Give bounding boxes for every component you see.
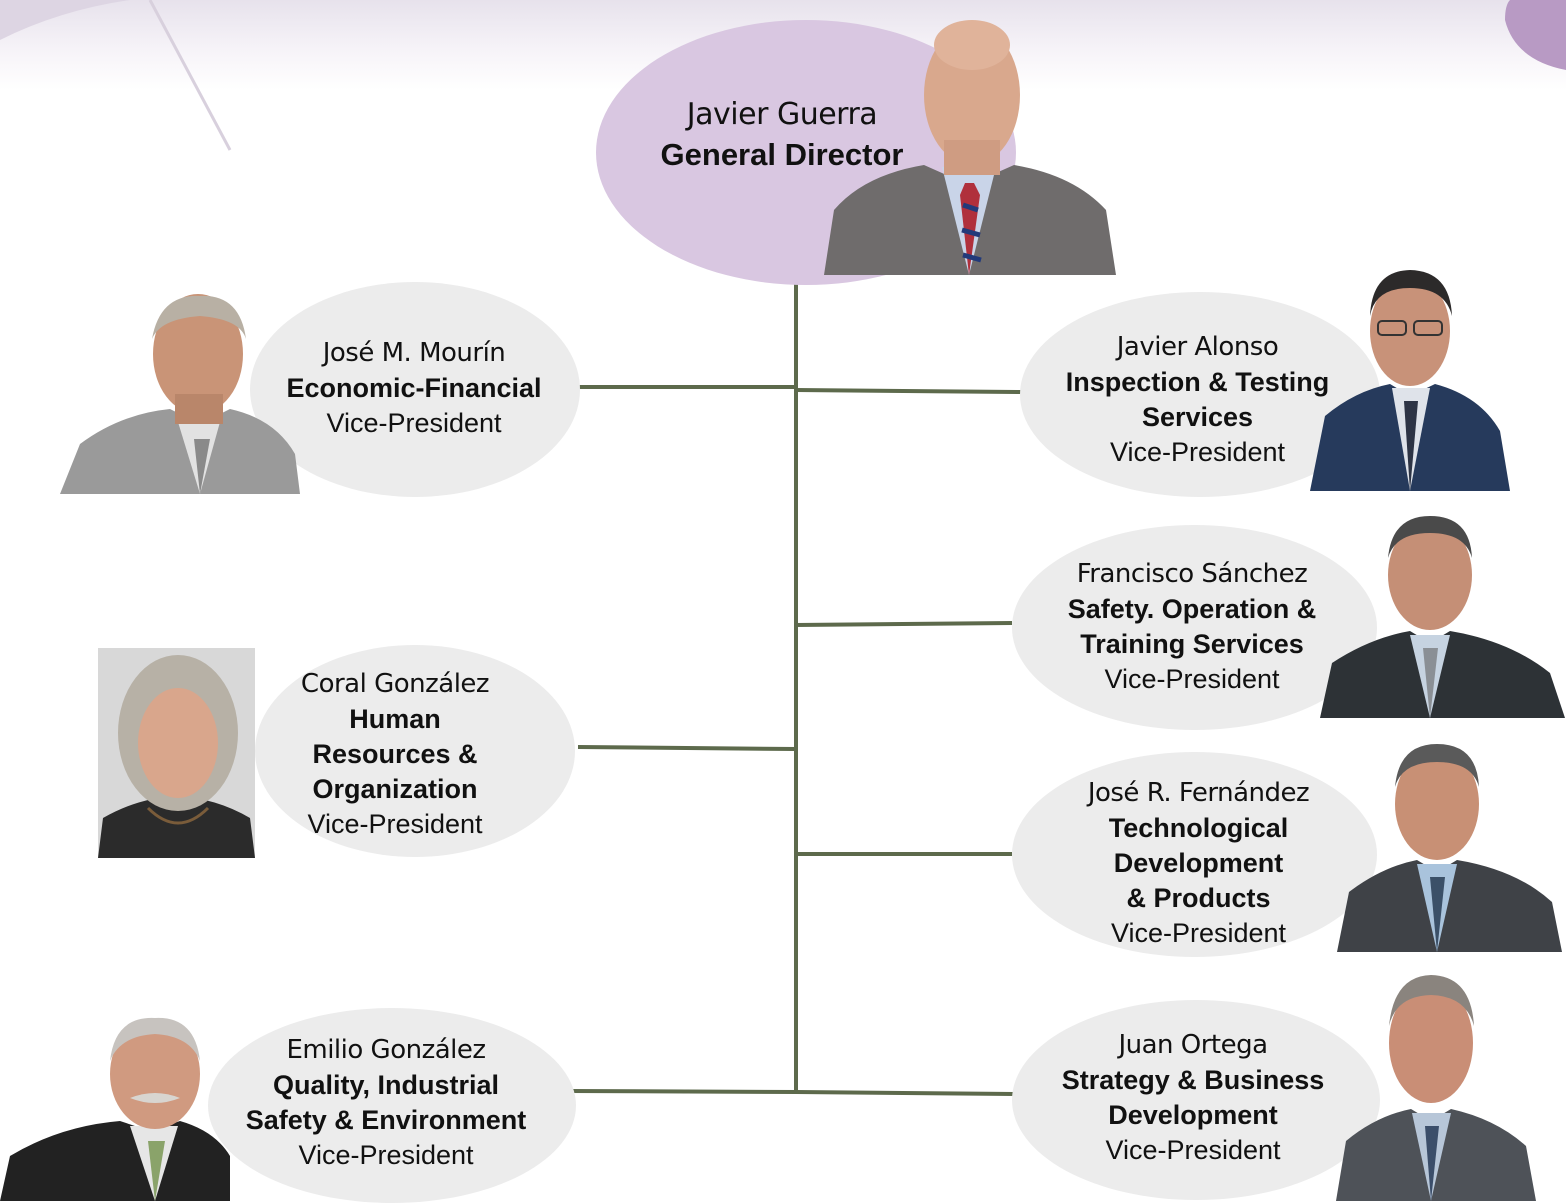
photo-juan-ortega: [1336, 975, 1536, 1201]
ellipse-ortega: [1012, 1000, 1380, 1200]
decorative-swoosh: [0, 0, 1566, 151]
director-role: General Director: [660, 137, 904, 172]
ellipse-fernandez: [1012, 752, 1377, 957]
ellipse-emilio: [208, 1008, 576, 1203]
photo-emilio-gonzalez: [0, 1017, 230, 1201]
ellipse-sanchez: [1012, 525, 1377, 730]
fernandez-name: José R. Fernández: [1087, 778, 1310, 808]
ortega-role: Strategy & Business Development: [1061, 1065, 1325, 1130]
alonso-role: Inspection & Testing Services: [1065, 367, 1330, 432]
emilio-title: Vice-President: [298, 1140, 474, 1170]
ellipse-mourin: [250, 282, 580, 497]
coral-title: Vice-President: [307, 809, 483, 839]
fernandez-role: Technological Development & Products: [1108, 813, 1289, 913]
link-emilio: [567, 1089, 797, 1094]
photo-jose-r-fernandez: [1337, 744, 1562, 952]
node-alonso: Javier Alonso Inspection & Testing Servi…: [1030, 330, 1365, 470]
ortega-title: Vice-President: [1105, 1135, 1281, 1165]
emilio-role: Quality, Industrial Safety & Environment: [245, 1070, 527, 1135]
director-name: Javier Guerra: [686, 97, 878, 132]
mourin-title: Vice-President: [326, 408, 502, 438]
ortega-name: Juan Ortega: [1118, 1030, 1268, 1060]
alonso-name: Javier Alonso: [1116, 332, 1279, 362]
link-alonso: [795, 388, 1023, 394]
emilio-name: Emilio González: [286, 1035, 486, 1065]
mourin-role: Economic-Financial: [286, 373, 542, 403]
node-fernandez: José R. Fernández Technological Developm…: [1042, 776, 1355, 951]
photo-javier-alonso: [1310, 270, 1510, 491]
photo-javier-guerra: [824, 20, 1116, 275]
general-director-label: Javier Guerra General Director: [622, 95, 942, 175]
sanchez-title: Vice-President: [1104, 664, 1280, 694]
node-mourin: José M. Mourín Economic-Financial Vice-P…: [260, 336, 568, 441]
link-coral: [577, 745, 797, 751]
link-ortega: [795, 1090, 1015, 1096]
node-emilio: Emilio González Quality, Industrial Safe…: [222, 1033, 550, 1173]
node-ortega: Juan Ortega Strategy & Business Developm…: [1028, 1028, 1358, 1168]
link-sanchez: [795, 621, 1013, 627]
coral-role: Human Resources & Organization: [312, 704, 478, 804]
coral-name: Coral González: [300, 669, 490, 699]
sanchez-name: Francisco Sánchez: [1076, 559, 1308, 589]
alonso-title: Vice-President: [1109, 437, 1286, 467]
fernandez-title: Vice-President: [1110, 918, 1287, 948]
ellipse-coral: [255, 645, 575, 857]
node-sanchez: Francisco Sánchez Safety. Operation & Tr…: [1022, 557, 1362, 697]
node-coral: Coral González Human Resources & Organiz…: [265, 667, 525, 842]
mourin-name: José M. Mourín: [322, 338, 506, 368]
photo-francisco-sanchez: [1320, 516, 1565, 718]
sanchez-role: Safety. Operation & Training Services: [1067, 594, 1317, 659]
photo-jose-m-mourin: [60, 294, 300, 494]
photo-coral-gonzalez: [98, 648, 255, 858]
